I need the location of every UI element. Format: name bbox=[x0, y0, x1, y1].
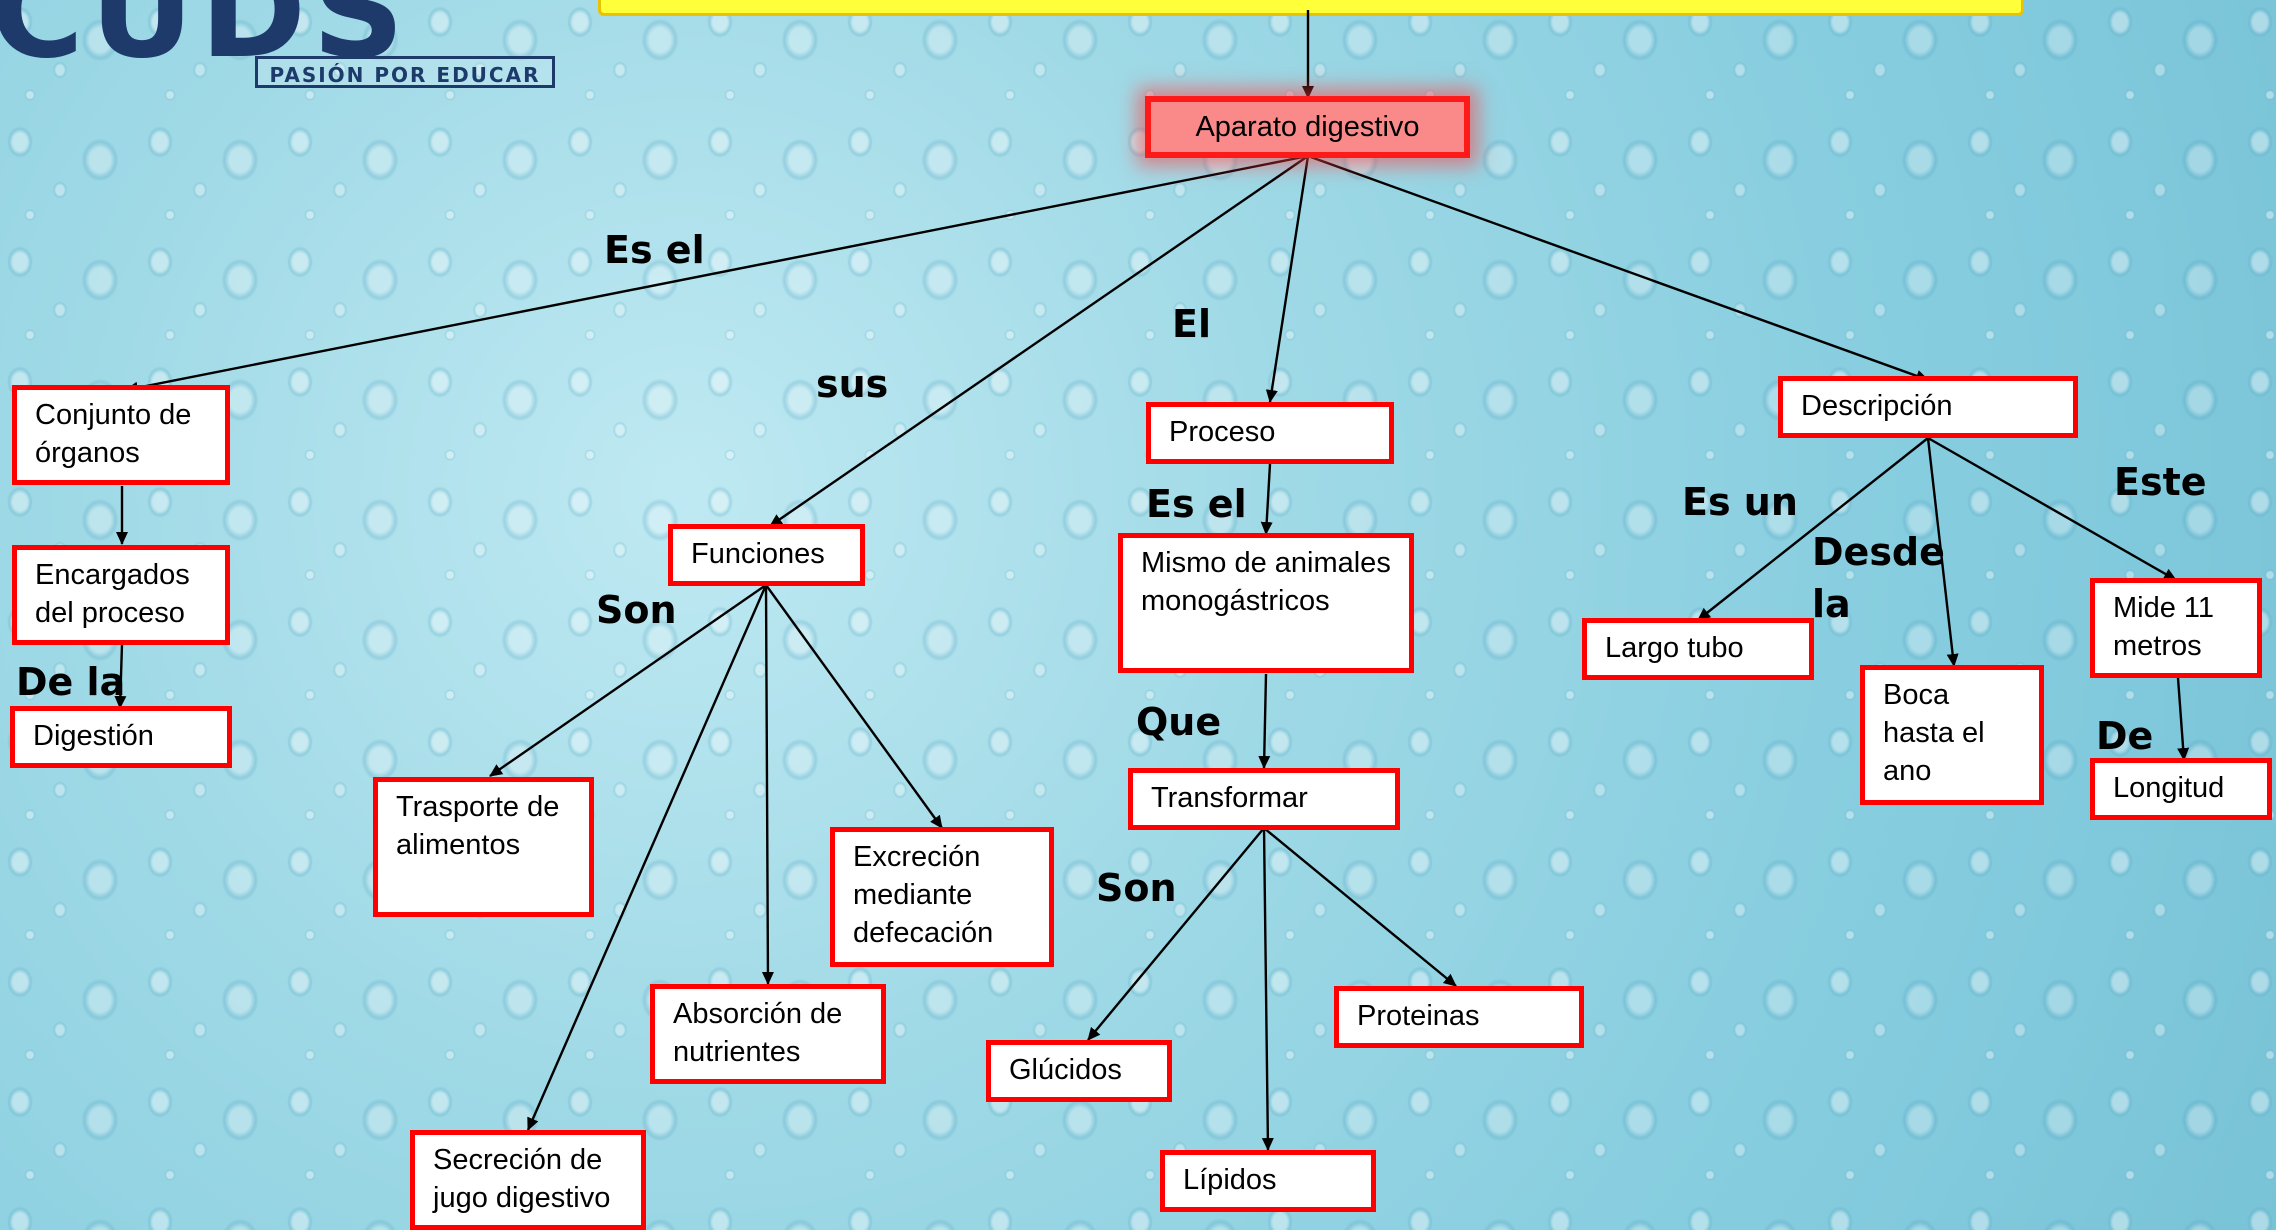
label-este: Este bbox=[2114, 460, 2207, 504]
node-boca-hasta-el-ano: Boca hasta el ano bbox=[1860, 665, 2044, 805]
label-que: Que bbox=[1136, 700, 1222, 744]
node-largo-tubo-label: Largo tubo bbox=[1605, 632, 1744, 664]
edge-funciones-secrecion bbox=[526, 584, 768, 1131]
node-proteinas-label: Proteinas bbox=[1357, 1000, 1480, 1032]
label-de-la: De la bbox=[16, 660, 126, 704]
node-lipidos-label: Lípidos bbox=[1183, 1164, 1277, 1196]
node-mide-11-metros: Mide 11 metros bbox=[2090, 578, 2262, 678]
logo-tagline: PASIÓN POR EDUCAR bbox=[255, 56, 555, 88]
node-digestion-label: Digestión bbox=[33, 720, 154, 752]
edge-transformar-glucidos bbox=[1087, 827, 1265, 1041]
node-proteinas: Proteinas bbox=[1334, 986, 1584, 1048]
label-es-el-2: Es el bbox=[1146, 482, 1247, 526]
edge-root-funciones bbox=[769, 155, 1309, 527]
node-boca-hasta-el-ano-label: Boca hasta el ano bbox=[1883, 679, 1985, 787]
label-desde-la: Desde la bbox=[1812, 530, 1945, 626]
node-transformar: Transformar bbox=[1128, 768, 1400, 830]
node-absorcion-label: Absorción de nutrientes bbox=[673, 998, 843, 1068]
edge-descripcion-boca bbox=[1926, 437, 1959, 667]
node-secrecion: Secreción de jugo digestivo bbox=[410, 1130, 646, 1230]
node-funciones-label: Funciones bbox=[691, 538, 825, 570]
title-banner bbox=[598, 0, 2024, 16]
node-encargados: Encargados del proceso bbox=[12, 545, 230, 645]
node-trasporte-label: Trasporte de alimentos bbox=[396, 791, 560, 861]
edge-root-descripcion bbox=[1307, 154, 1929, 382]
label-son-1: Son bbox=[596, 588, 677, 632]
node-mismo-animales: Mismo de animales monogástricos bbox=[1118, 533, 1414, 673]
node-secrecion-label: Secreción de jugo digestivo bbox=[433, 1144, 611, 1214]
label-es-el-1: Es el bbox=[604, 228, 705, 272]
label-sus: sus bbox=[816, 362, 889, 406]
node-longitud: Longitud bbox=[2090, 758, 2272, 820]
edge-descripcion-largo bbox=[1697, 437, 1929, 621]
node-glucidos-label: Glúcidos bbox=[1009, 1054, 1122, 1086]
logo: CUDS PASIÓN POR EDUCAR bbox=[0, 0, 565, 95]
node-funciones: Funciones bbox=[668, 524, 865, 586]
edge-root-proceso bbox=[1265, 155, 1310, 403]
edge-transformar-lipidos bbox=[1261, 827, 1274, 1151]
node-mide-11-metros-label: Mide 11 metros bbox=[2113, 592, 2215, 662]
node-absorcion: Absorción de nutrientes bbox=[650, 984, 886, 1084]
edge-funciones-trasporte bbox=[489, 584, 767, 777]
node-largo-tubo: Largo tubo bbox=[1582, 618, 1814, 680]
label-es-un: Es un bbox=[1682, 480, 1798, 524]
node-descripcion: Descripción bbox=[1778, 376, 2078, 438]
edge-root-conjunto bbox=[125, 154, 1309, 394]
edge-encargados-digestion bbox=[114, 643, 127, 709]
node-glucidos: Glúcidos bbox=[986, 1040, 1172, 1102]
node-longitud-label: Longitud bbox=[2113, 772, 2225, 804]
node-conjunto-de-organos: Conjunto de órganos bbox=[12, 385, 230, 485]
label-el: El bbox=[1172, 302, 1211, 346]
node-transformar-label: Transformar bbox=[1151, 782, 1308, 814]
edge-descripcion-mide bbox=[1927, 436, 2177, 582]
logo-letters: CUDS bbox=[0, 0, 411, 87]
edge-proceso-mismo bbox=[1260, 463, 1273, 535]
node-proceso: Proceso bbox=[1146, 402, 1394, 464]
node-lipidos: Lípidos bbox=[1160, 1150, 1376, 1212]
edge-mide-longitud bbox=[2176, 677, 2190, 761]
node-descripcion-label: Descripción bbox=[1801, 390, 1953, 422]
edge-transformar-proteinas bbox=[1263, 827, 1457, 987]
node-excrecion-label: Excreción mediante defecación bbox=[853, 841, 994, 949]
node-trasporte: Trasporte de alimentos bbox=[373, 777, 594, 917]
label-de: De bbox=[2096, 714, 2154, 758]
edge-funciones-excrecion bbox=[765, 584, 943, 829]
node-excrecion: Excreción mediante defecación bbox=[830, 827, 1054, 967]
node-encargados-label: Encargados del proceso bbox=[35, 559, 190, 629]
node-proceso-label: Proceso bbox=[1169, 416, 1276, 448]
edge-funciones-absorcion bbox=[761, 584, 774, 985]
node-digestion: Digestión bbox=[10, 706, 232, 768]
node-aparato-digestivo: Aparato digestivo bbox=[1145, 96, 1470, 158]
node-mismo-animales-label: Mismo de animales monogástricos bbox=[1141, 547, 1391, 617]
edge-mismo-transformar bbox=[1258, 673, 1271, 769]
label-son-2: Son bbox=[1096, 866, 1177, 910]
node-aparato-digestivo-label: Aparato digestivo bbox=[1195, 111, 1420, 143]
node-conjunto-de-organos-label: Conjunto de órganos bbox=[35, 399, 192, 469]
